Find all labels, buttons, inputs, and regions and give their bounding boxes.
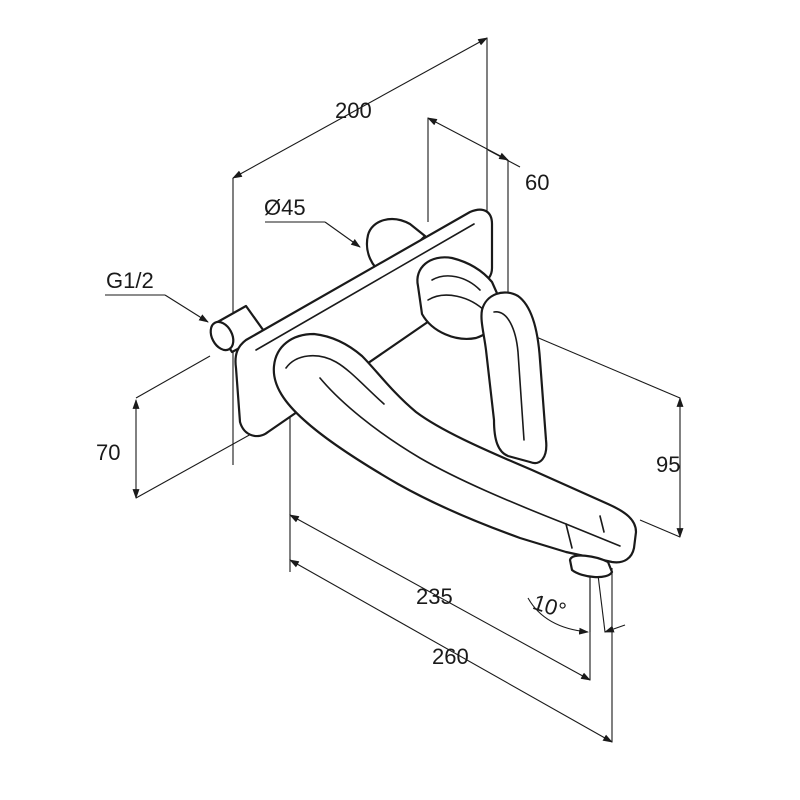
leader-diameter-45: Ø45 xyxy=(264,195,361,248)
spout xyxy=(272,332,638,564)
dimension-label-260: 260 xyxy=(432,644,469,669)
dimension-70: 70 xyxy=(96,355,263,499)
dimension-95: 95 xyxy=(514,327,684,538)
leader-thread-g12: G1/2 xyxy=(105,268,209,323)
dimension-angle-10: 10° xyxy=(527,574,626,635)
aerator xyxy=(568,554,614,579)
dimension-label-200: 200 xyxy=(335,98,372,123)
dimension-label-95: 95 xyxy=(656,452,680,477)
dimension-label-70: 70 xyxy=(96,440,120,465)
dimension-label-235: 235 xyxy=(416,584,453,609)
cartridge-cylinder xyxy=(365,218,427,277)
faucet-body xyxy=(209,208,638,579)
dimension-60: 60 xyxy=(427,117,549,330)
dimension-label-diameter-45: Ø45 xyxy=(264,195,306,220)
lever-handle xyxy=(480,291,548,465)
dimension-label-angle: 10° xyxy=(530,589,569,623)
dimension-label-g12: G1/2 xyxy=(106,268,154,293)
dimension-200: 200 xyxy=(232,37,488,465)
dimension-260: 260 xyxy=(289,559,613,743)
dimension-label-60: 60 xyxy=(525,170,549,195)
